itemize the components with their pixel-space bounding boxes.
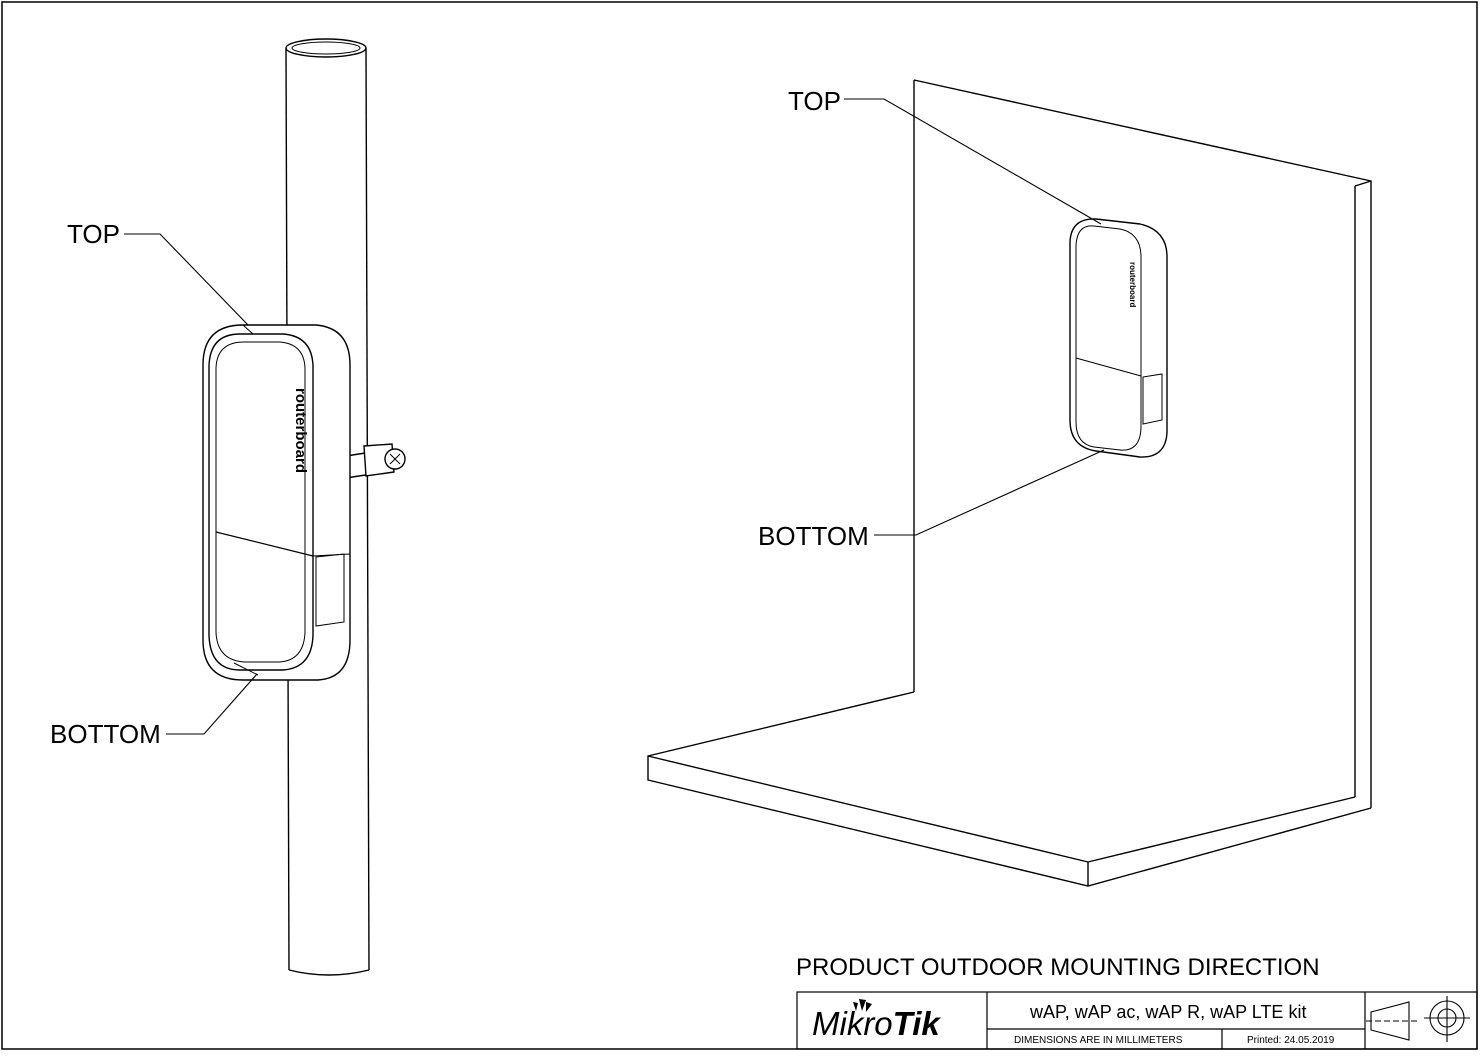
pole-clamp [345, 443, 406, 479]
pole-device-brand: routerboard [292, 388, 309, 473]
title-block [796, 991, 1478, 1050]
pole-bottom-label: BOTTOM [50, 719, 161, 749]
printed-date: Printed: 24.05.2019 [1247, 1035, 1335, 1046]
pole-device [202, 324, 351, 681]
wall-bottom-label: BOTTOM [758, 521, 869, 551]
wall-top-leader [844, 98, 1102, 225]
logo-text-regular: Mikro [812, 1005, 893, 1042]
pole-top-label: TOP [67, 219, 120, 249]
logo-text-bold: Tik [893, 1005, 942, 1042]
svg-text:MikroTik: MikroTik [812, 1005, 941, 1042]
model-name: wAP, wAP ac, wAP R, wAP LTE kit [1029, 1002, 1306, 1022]
drawing-title: PRODUCT OUTDOOR MOUNTING DIRECTION [796, 954, 1320, 981]
wall-mount-view [647, 79, 1372, 887]
pole-bottom-leader [166, 673, 258, 735]
wall-device [1069, 218, 1168, 458]
pole-mount-view [124, 38, 406, 976]
wall-bottom-leader [874, 449, 1105, 536]
pole-top-leader [124, 233, 249, 326]
projection-symbol-icon [1366, 996, 1470, 1042]
wall [913, 79, 1372, 808]
wall-device-brand: routerboard [1128, 262, 1137, 307]
wall-top-label: TOP [788, 86, 841, 116]
dimensions-note: DIMENSIONS ARE IN MILLIMETERS [1014, 1035, 1183, 1046]
mikrotik-logo: MikroTik [812, 999, 941, 1042]
floor-slab [647, 691, 1372, 887]
